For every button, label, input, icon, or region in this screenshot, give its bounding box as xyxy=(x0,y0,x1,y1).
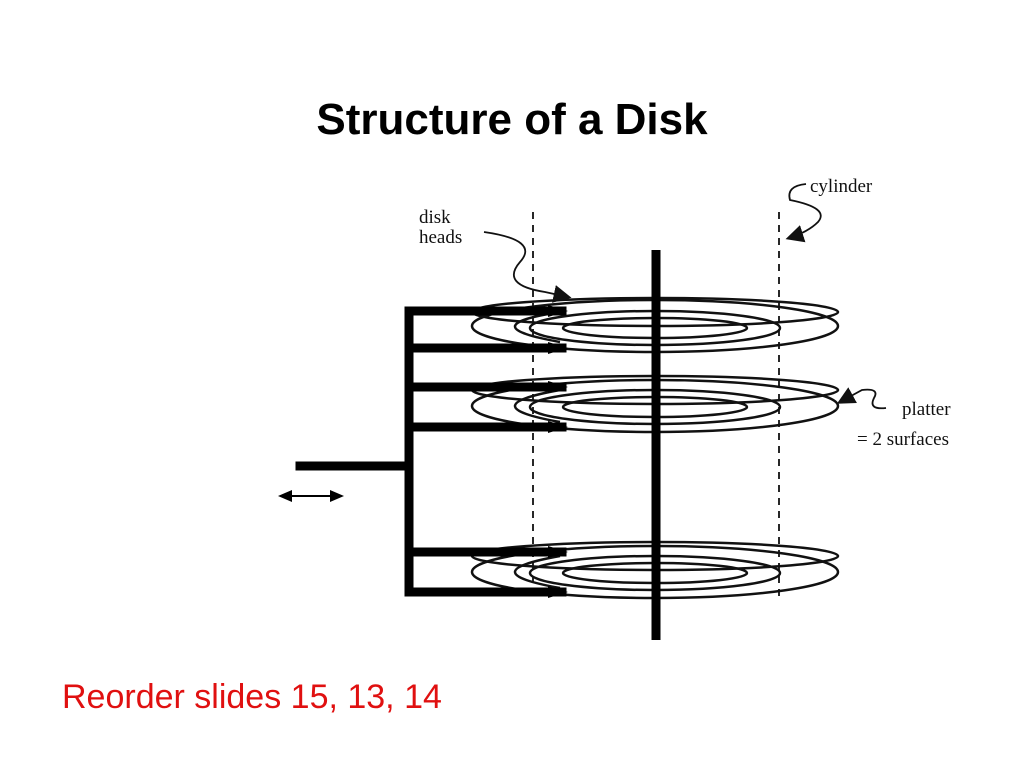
disk-heads-label-line1: disk xyxy=(419,207,451,228)
cylinder-label: cylinder xyxy=(810,176,873,197)
platter-leader xyxy=(836,387,887,410)
head-assembly xyxy=(295,306,567,597)
slide-title: Structure of a Disk xyxy=(316,95,708,144)
double-arrow-icon xyxy=(278,490,344,502)
disk-heads-leader xyxy=(483,231,572,303)
cylinder-leader xyxy=(785,183,822,243)
platter-label-line2: = 2 surfaces xyxy=(857,429,949,450)
disk-head-tips xyxy=(548,305,568,598)
disk-heads-label-line2: heads xyxy=(419,227,462,248)
reorder-note: Reorder slides 15, 13, 14 xyxy=(62,678,442,716)
platter-label-line1: platter xyxy=(902,399,951,420)
